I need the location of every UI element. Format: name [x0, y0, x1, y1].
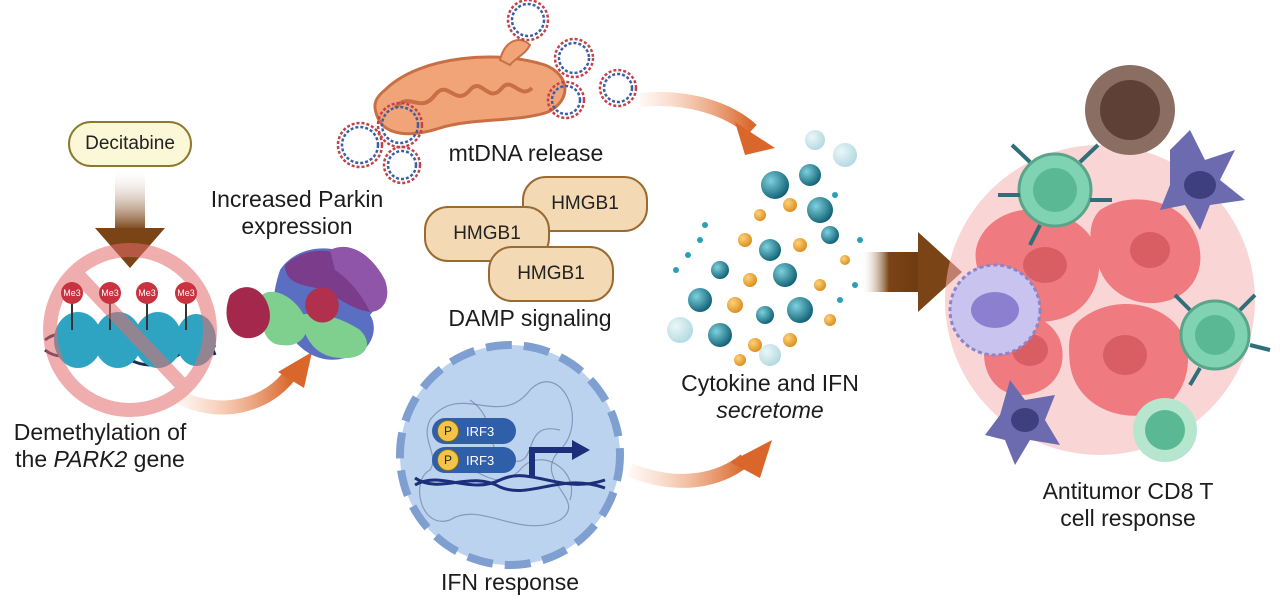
methyl-marker: Me3 — [61, 282, 83, 304]
arrow-secretome-to-tcell — [862, 232, 962, 312]
mtdna-release-label: mtDNA release — [448, 140, 604, 166]
demethylation-label: Demethylation of the PARK2 gene — [0, 419, 200, 473]
demethylation-line1: Demethylation of — [13, 419, 187, 445]
ifn-response-label: IFN response — [440, 569, 580, 595]
arrow-mtdna-to-secretome — [639, 92, 775, 155]
dendritic-cell-icon — [985, 130, 1245, 465]
decitabine-pill: Decitabine — [68, 121, 192, 167]
methyl-marker: Me3 — [175, 282, 197, 304]
mtdna-circles — [336, 0, 638, 185]
parkin-line1: Increased Parkin — [210, 186, 384, 212]
antitumor-label: Antitumor CD8 T cell response — [1020, 478, 1236, 532]
methyl-marker: Me3 — [99, 282, 121, 304]
phosphate-marker: P — [437, 420, 459, 442]
antitumor-line1: Antitumor CD8 T — [1042, 478, 1214, 504]
tumor-cell-brown-icon — [1085, 65, 1175, 155]
arrow-demethylation-to-parkin — [171, 352, 312, 415]
park2-gene-name: PARK2 — [53, 446, 128, 472]
parkin-line2: expression — [241, 213, 353, 239]
methyl-marker: Me3 — [136, 282, 158, 304]
secretome-label: Cytokine and IFN secretome — [660, 370, 880, 424]
demethylation-line2-suffix: gene — [127, 446, 185, 472]
secretome-line2: secretome — [716, 397, 824, 423]
hmgb1-pill: HMGB1 — [488, 246, 614, 302]
secretome-particles — [667, 130, 863, 366]
parkin-protein-icon — [226, 246, 388, 360]
phosphate-marker: P — [437, 449, 459, 471]
prohibition-icon — [43, 243, 217, 417]
parkin-label: Increased Parkin expression — [208, 186, 386, 240]
damp-signaling-label: DAMP signaling — [448, 305, 612, 331]
antitumor-line2: cell response — [1060, 505, 1196, 531]
secretome-line1: Cytokine and IFN — [681, 370, 859, 396]
arrow-ifn-to-secretome — [627, 440, 772, 488]
demethylation-line2-prefix: the — [15, 446, 54, 472]
macrophage-icon — [948, 263, 1042, 357]
cd8-t-cell-icon — [998, 143, 1271, 462]
mitochondrion-icon — [373, 39, 567, 136]
